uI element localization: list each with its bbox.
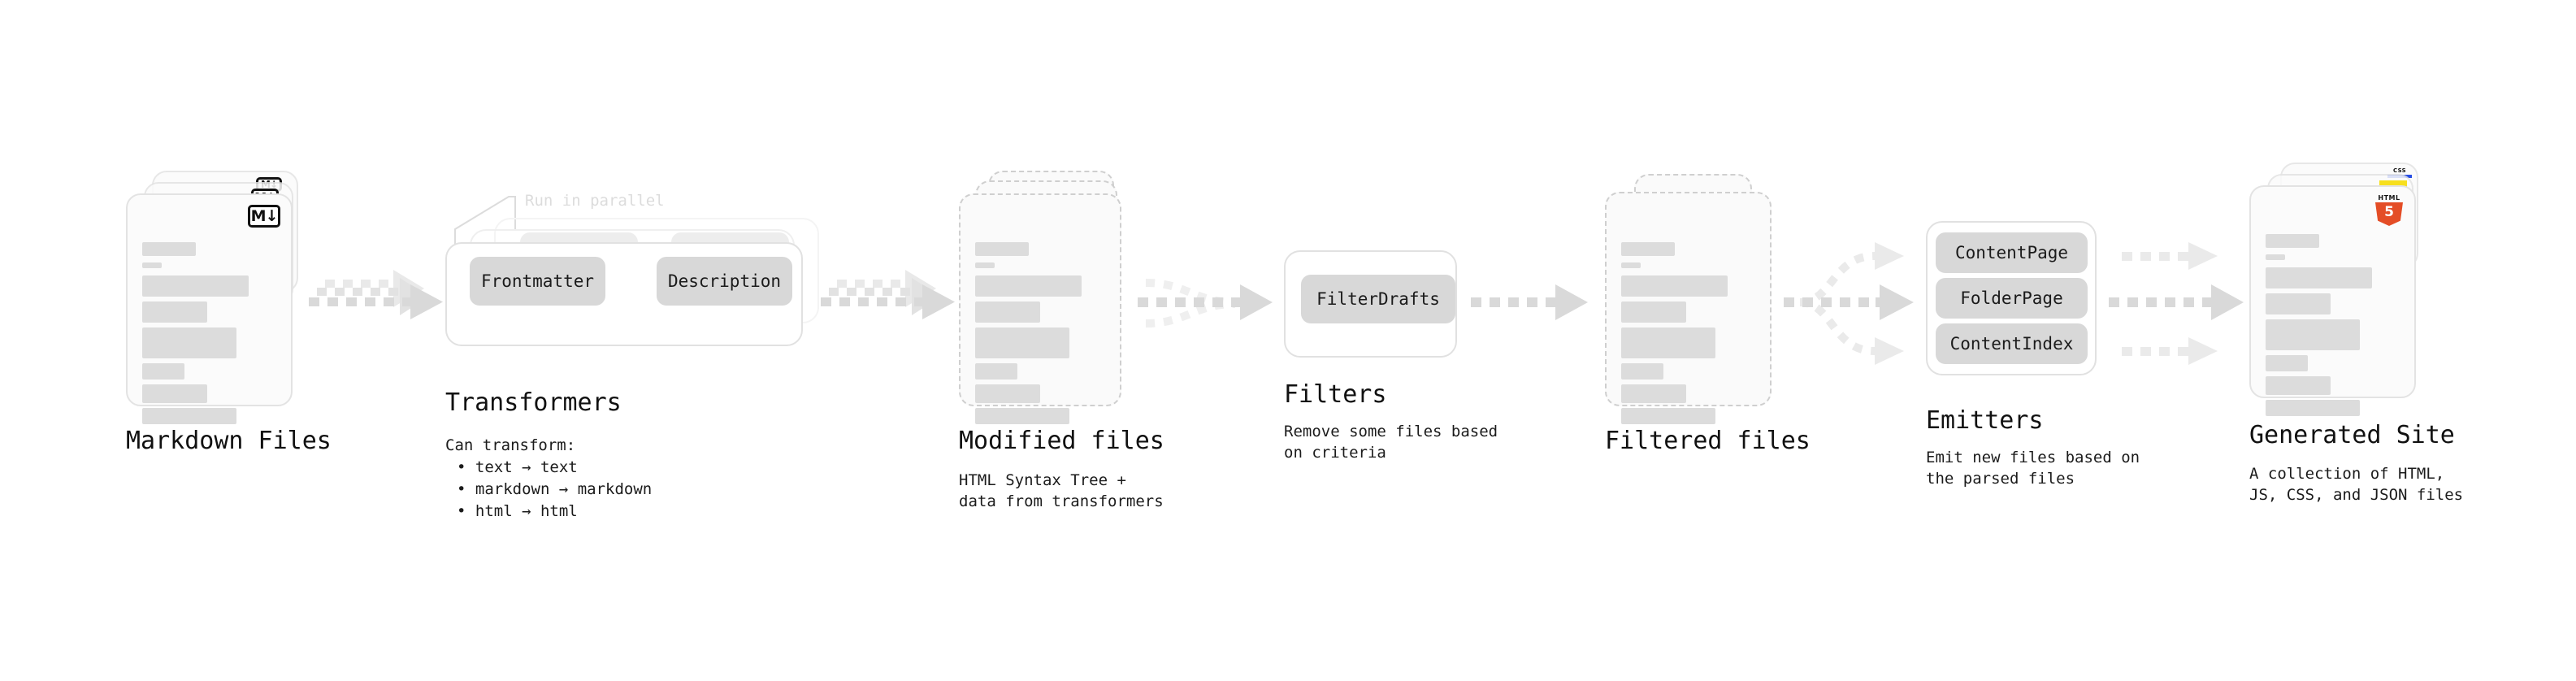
css3-label: CSS	[2393, 167, 2406, 174]
html5-icon: HTML	[2375, 193, 2403, 226]
emitter-pill-contentindex[interactable]: ContentIndex	[1936, 323, 2088, 364]
stage-title-transformers: Transformers	[445, 388, 622, 417]
skeleton-line	[1621, 301, 1686, 323]
skeleton-line	[1621, 262, 1641, 268]
skeleton-line	[975, 301, 1040, 323]
skeleton-line	[975, 384, 1040, 403]
skeleton-line	[975, 262, 995, 268]
arrow-transformers-to-modified	[821, 270, 955, 319]
arrow-filtered-to-emitters	[1784, 242, 1914, 365]
skeleton-line	[2266, 319, 2360, 350]
generated-site-caption: A collection of HTML, JS, CSS, and JSON …	[2249, 465, 2464, 504]
arrow-emitters-to-site	[2109, 242, 2244, 365]
transformer-pill-description[interactable]: Description	[657, 257, 792, 306]
skeleton-line	[1621, 408, 1715, 424]
transformers-bullet-2: • html → html	[457, 502, 578, 520]
modified-files-stack	[959, 171, 1138, 424]
skeleton-line	[975, 242, 1029, 256]
skeleton-line	[975, 363, 1017, 380]
skeleton-line	[2266, 234, 2319, 248]
skeleton-line	[1621, 242, 1675, 256]
emitters-caption: Emit new files based on the parsed files	[1926, 449, 2140, 488]
markdown-files-stack: M↓ M↓ M↓	[126, 171, 313, 424]
parallel-bracket	[454, 196, 516, 254]
skeleton-line	[142, 384, 207, 403]
skeleton-line	[142, 363, 184, 380]
stage-title-markdown-files: Markdown Files	[126, 427, 332, 455]
stage-title-filtered-files: Filtered files	[1605, 427, 1811, 455]
transformer-pill-frontmatter[interactable]: Frontmatter	[470, 257, 605, 306]
stage-title-emitters: Emitters	[1926, 406, 2044, 435]
arrow-filters-to-filtered	[1471, 284, 1588, 320]
emitter-pill-contentpage[interactable]: ContentPage	[1936, 232, 2088, 273]
skeleton-line	[142, 408, 236, 424]
stage-title-filters: Filters	[1284, 380, 1387, 409]
skeleton-line	[2266, 376, 2331, 395]
filter-pill-filterdrafts[interactable]: FilterDrafts	[1301, 275, 1455, 323]
markdown-icon: M↓	[248, 205, 280, 228]
skeleton-line	[142, 242, 196, 256]
transformers-caption: Can transform:	[445, 436, 576, 454]
skeleton-line	[142, 327, 236, 358]
skeleton-line	[2266, 355, 2308, 371]
skeleton-line	[2266, 400, 2360, 416]
stage-title-generated-site: Generated Site	[2249, 421, 2455, 449]
skeleton-line	[142, 275, 249, 297]
skeleton-line	[975, 408, 1069, 424]
emitter-pill-folderpage[interactable]: FolderPage	[1936, 278, 2088, 319]
arrow-modified-to-filters	[1138, 279, 1273, 327]
run-in-parallel-label: Run in parallel	[525, 192, 665, 210]
skeleton-line	[975, 275, 1082, 297]
transformers-bullet-1: • markdown → markdown	[457, 480, 653, 498]
skeleton-line	[2266, 293, 2331, 314]
skeleton-line	[1621, 384, 1686, 403]
filters-caption: Remove some files based on criteria	[1284, 423, 1498, 462]
stage-title-modified-files: Modified files	[959, 427, 1164, 455]
skeleton-line	[1621, 275, 1728, 297]
transformers-bullet-0: • text → text	[457, 458, 578, 476]
skeleton-line	[1621, 363, 1663, 380]
skeleton-line	[142, 262, 162, 268]
arrow-markdown-to-transformers	[309, 270, 443, 319]
skeleton-line	[975, 327, 1069, 358]
skeleton-line	[1621, 327, 1715, 358]
skeleton-line	[2266, 267, 2372, 288]
modified-files-caption: HTML Syntax Tree + data from transformer…	[959, 471, 1164, 510]
generated-site-stack: CSS HTML	[2249, 163, 2436, 416]
html5-shield	[2375, 202, 2403, 226]
filtered-files-stack	[1605, 171, 1784, 424]
html5-label: HTML	[2378, 194, 2400, 202]
skeleton-line	[2266, 254, 2285, 260]
skeleton-line	[142, 301, 207, 323]
